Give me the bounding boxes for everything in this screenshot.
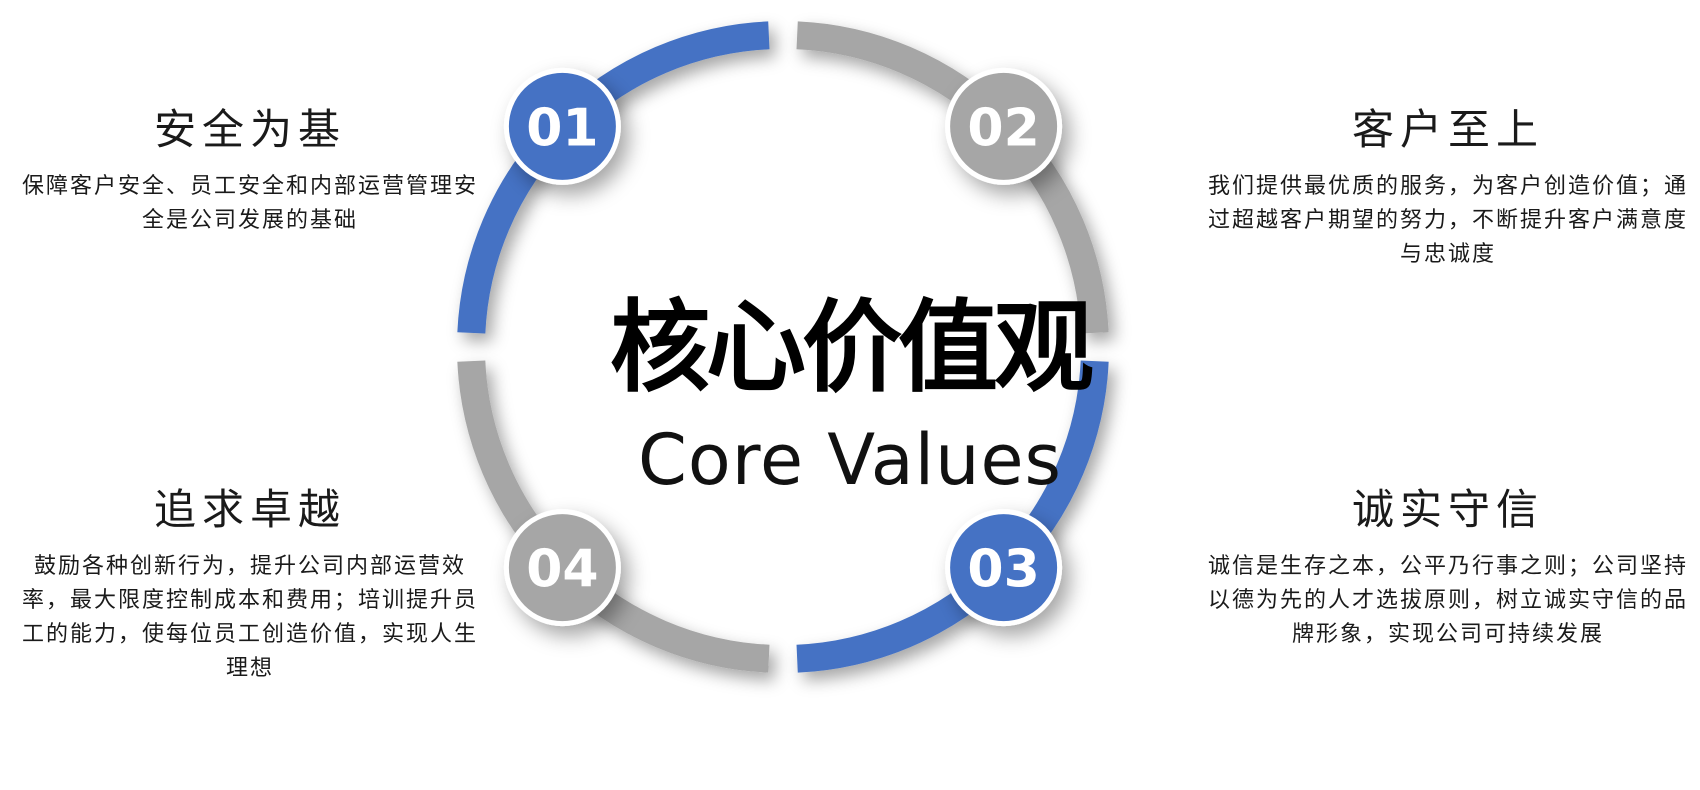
badge-number-1: 01 — [526, 98, 598, 158]
badge-1: 01 — [503, 67, 621, 185]
badge-circle-1 — [503, 67, 621, 185]
badge-circle-2 — [945, 67, 1063, 185]
value-description-2: 我们提供最优质的服务，为客户创造价值；通过超越客户期望的努力，不断提升客户满意度… — [1208, 174, 1689, 267]
badge-circle-3 — [945, 509, 1063, 627]
value-title-4: 追求卓越 — [153, 485, 346, 534]
center-subtitle: Core Values — [638, 419, 1062, 501]
badge-number-3: 03 — [967, 540, 1039, 600]
badge-2: 02 — [945, 67, 1063, 185]
value-title-3: 诚实守信 — [1351, 485, 1544, 534]
value-description-4: 鼓励各种创新行为，提升公司内部运营效率，最大限度控制成本和费用；培训提升员工的能… — [21, 554, 478, 681]
value-block-4: 追求卓越 鼓励各种创新行为，提升公司内部运营效率，最大限度控制成本和费用；培训提… — [15, 484, 485, 686]
badge-4: 04 — [503, 509, 621, 627]
value-title-1: 安全为基 — [153, 105, 346, 154]
badge-circle-4 — [503, 509, 621, 627]
value-block-1: 安全为基 保障客户安全、员工安全和内部运营管理安全是公司发展的基础 — [15, 104, 485, 238]
value-title-2: 客户至上 — [1351, 105, 1544, 154]
badge-number-4: 04 — [526, 540, 598, 600]
badge-3: 03 — [945, 509, 1063, 627]
number-badges: 01 02 03 04 — [503, 67, 1063, 627]
value-block-3: 诚实守信 诚信是生存之本，公平乃行事之则；公司坚持以德为先的人才选拔原则，树立诚… — [1208, 484, 1688, 652]
badge-number-2: 02 — [967, 98, 1039, 158]
value-block-2: 客户至上 我们提供最优质的服务，为客户创造价值；通过超越客户期望的努力，不断提升… — [1208, 104, 1688, 272]
value-description-3: 诚信是生存之本，公平乃行事之则；公司坚持以德为先的人才选拔原则，树立诚实守信的品… — [1208, 554, 1689, 647]
value-description-1: 保障客户安全、员工安全和内部运营管理安全是公司发展的基础 — [21, 174, 478, 233]
center-title: 核心价值观 — [610, 289, 1094, 406]
